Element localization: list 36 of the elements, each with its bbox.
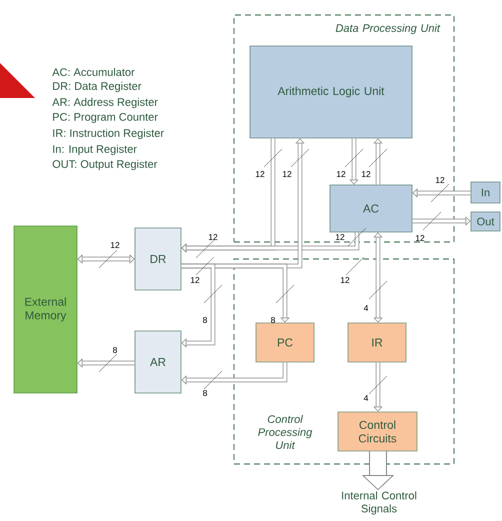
definition-text: DR: Data Register: [53, 82, 142, 92]
register-box: In: [470, 182, 500, 204]
bus-arrow: [181, 264, 216, 348]
definition-text: AR: Address Register: [52, 98, 158, 108]
definition-text: AC: Accumulator: [52, 68, 135, 76]
bus-width-label: 12: [362, 171, 370, 177]
definition-text: In: Input Register: [53, 144, 137, 156]
register-box: AR: [134, 330, 182, 394]
register-box: Control Circuits: [338, 412, 418, 452]
register-box: DR: [134, 228, 182, 290]
register-box: Out: [470, 212, 500, 232]
bus-width-label: 12: [336, 234, 344, 240]
bus-width-label: 8: [203, 390, 207, 396]
definition-text: OUT: Output Register: [52, 160, 158, 170]
bus-width-label: 4: [364, 305, 368, 311]
bus-width-label: 12: [282, 171, 292, 177]
bus-width-label: 12: [208, 234, 218, 240]
register-box: AC: [330, 184, 412, 232]
register-box: IR: [348, 322, 406, 362]
bus-width-label: 12: [436, 177, 444, 183]
bus-width-label: 4: [364, 395, 368, 401]
output-label: Internal Control Signals: [330, 490, 428, 516]
bus-width-label: 12: [416, 235, 424, 241]
definition-text: IR: Instruction Register: [53, 128, 164, 140]
bus-width-label: 12: [340, 277, 350, 283]
bus-width-label: 12: [110, 242, 120, 248]
alu-box: Arithmetic Logic Unit: [250, 46, 412, 138]
bus-width-label: 8: [203, 317, 207, 323]
bus-width-label: 8: [271, 317, 275, 323]
bus-width-label: 12: [190, 277, 200, 283]
register-box: PC: [256, 322, 314, 362]
bus-width-label: 12: [336, 171, 346, 177]
definition-text: PC: Program Counter: [53, 113, 158, 123]
memory-box: External Memory: [14, 226, 78, 394]
bus-width-label: 12: [256, 171, 264, 177]
bus-width-label: 8: [113, 347, 117, 353]
